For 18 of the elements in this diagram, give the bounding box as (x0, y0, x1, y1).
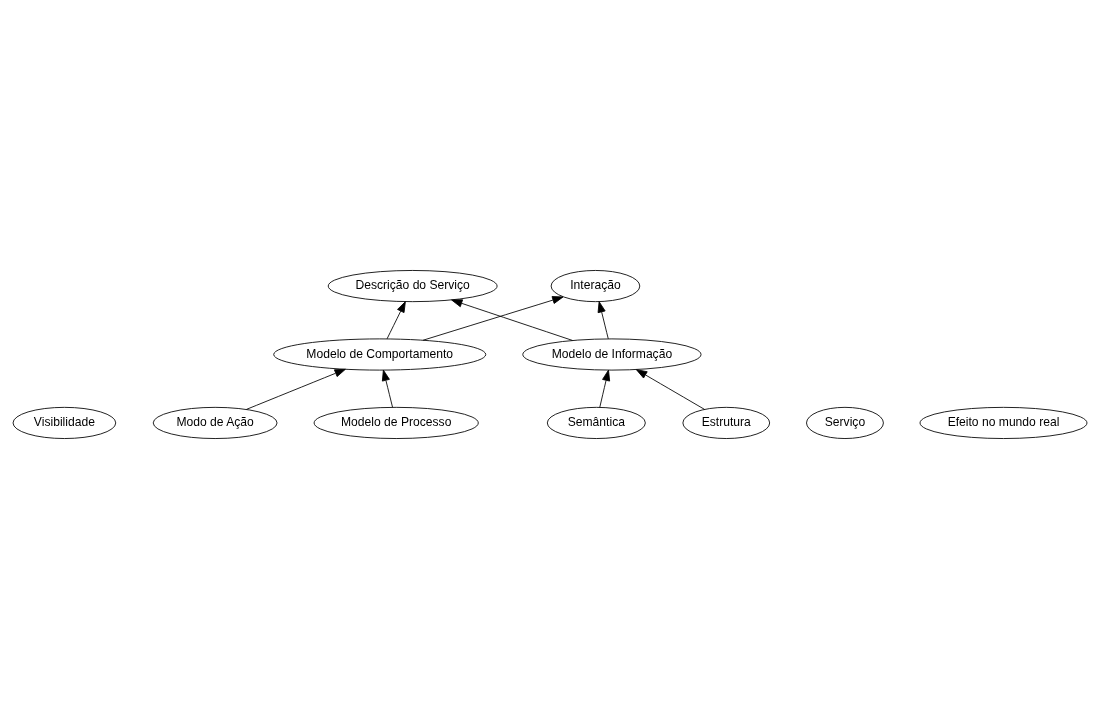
node-ellipse: Semântica (546, 406, 646, 439)
arrow (597, 300, 609, 339)
arrow (635, 368, 705, 410)
node-ellipse: Serviço (806, 406, 884, 439)
node-ellipse: Modelo de Comportamento (273, 337, 487, 371)
node-ellipse: Modelo de Informação (522, 337, 702, 371)
node-ellipse: Estrutura (682, 406, 771, 439)
arrow (422, 295, 564, 341)
arrow (246, 368, 346, 410)
arrow (381, 369, 393, 408)
arrow (599, 369, 611, 408)
node-ellipse: Modo de Ação (152, 406, 278, 439)
arrow (451, 298, 573, 341)
arrow (386, 300, 406, 339)
node-ellipse: Modelo de Processo (313, 406, 479, 439)
node-ellipse: Descrição do Serviço (327, 269, 498, 302)
node-ellipse: Visibilidade (12, 406, 117, 439)
node-ellipse: Efeito no mundo real (919, 406, 1088, 439)
